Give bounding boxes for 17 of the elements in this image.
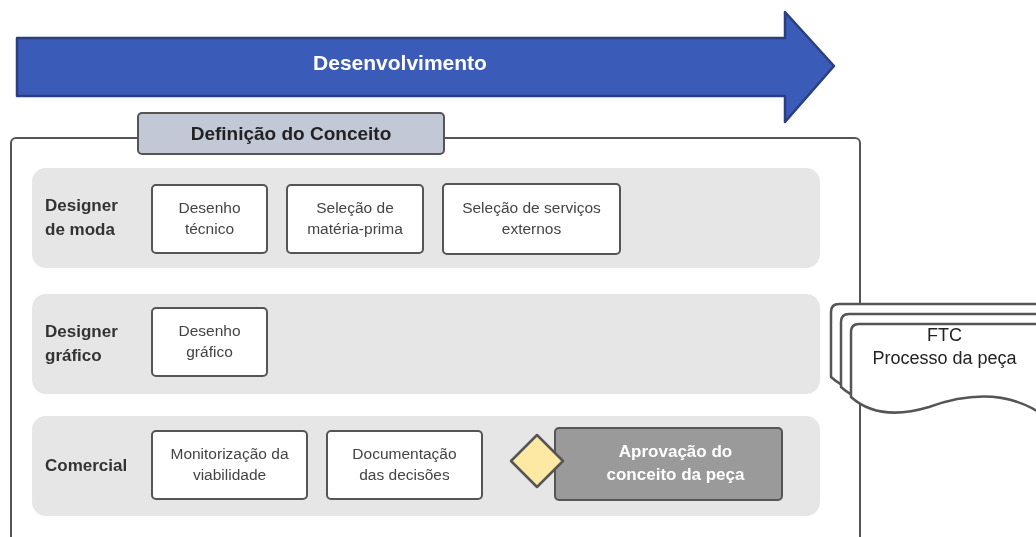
swimlane bbox=[32, 416, 820, 516]
task-box: Monitorização da viabilidade bbox=[151, 430, 308, 500]
phase-label: Desenvolvimento bbox=[312, 51, 488, 75]
task-box: Seleção de serviços externos bbox=[442, 183, 621, 255]
task-box: Documentação das decisões bbox=[326, 430, 483, 500]
swimlane bbox=[32, 294, 820, 394]
document-label: Processo da peça bbox=[871, 347, 1018, 371]
phase-title: Definição do Conceito bbox=[137, 112, 445, 155]
swimlane bbox=[32, 168, 820, 268]
lane-label: Comercial bbox=[45, 455, 129, 478]
lane-label: Designer gráfico bbox=[45, 321, 119, 367]
task-box: Desenho técnico bbox=[151, 184, 268, 254]
process-box: Aprovação do conceito da peça bbox=[554, 427, 783, 501]
task-box: Seleção de matéria-prima bbox=[286, 184, 424, 254]
task-box: Desenho gráfico bbox=[151, 307, 268, 377]
lane-label: Designer de moda bbox=[45, 195, 119, 241]
document-label: FTC bbox=[926, 324, 963, 347]
